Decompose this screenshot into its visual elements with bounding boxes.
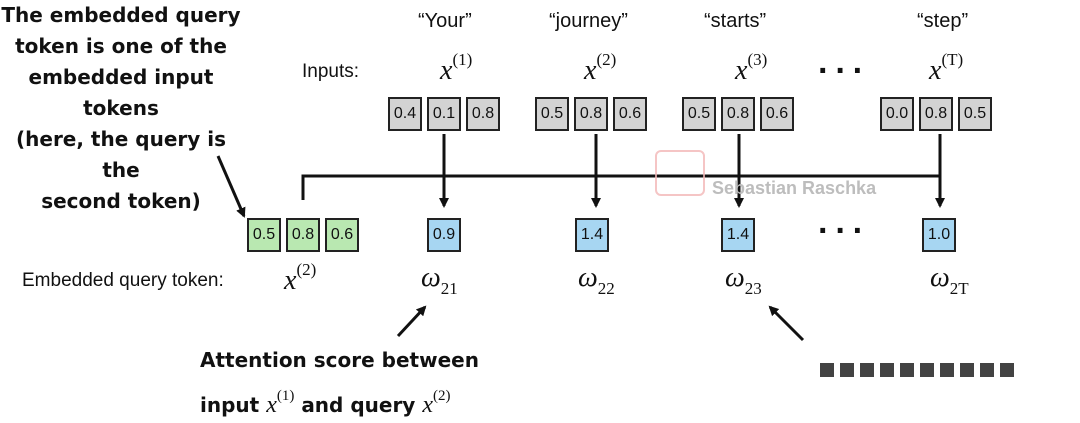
omega-2T: ω2T — [930, 262, 969, 298]
arrow-callout-score — [396, 305, 427, 338]
score-cell-23: 1.4 — [721, 218, 755, 252]
input-3-cell-1: 0.5 — [682, 97, 716, 131]
input-T-cell-3: 0.5 — [958, 97, 992, 131]
callout-line-4: (here, the query is the — [16, 127, 226, 182]
inputs-label: Inputs: — [302, 61, 360, 82]
ellipsis-scores: ··· — [818, 212, 870, 250]
ellipsis-inputs: ··· — [818, 52, 870, 90]
token-word-T: “step” — [917, 10, 969, 32]
token-word-2: “journey” — [549, 10, 628, 32]
input-symbol-3: x(3) — [735, 50, 768, 86]
callout-line-3: embedded input tokens — [28, 65, 214, 120]
watermark-logo — [655, 150, 705, 196]
input-3-cell-2: 0.8 — [721, 97, 755, 131]
faded-callout — [820, 345, 1080, 411]
input-1-cell-3: 0.8 — [466, 97, 500, 131]
omega-23: ω23 — [725, 262, 762, 298]
query-cell-1: 0.5 — [247, 218, 281, 252]
omega-22: ω22 — [578, 262, 615, 298]
query-bus-line — [301, 174, 940, 200]
query-cell-2: 0.8 — [286, 218, 320, 252]
watermark-text: Sebastian Raschka — [712, 178, 877, 198]
omega-21: ω21 — [421, 262, 458, 298]
score-cell-22: 1.4 — [575, 218, 609, 252]
callout-line-1: The embedded query — [1, 3, 241, 27]
embedded-query-label: Embedded query token: — [22, 270, 224, 291]
input-1-cell-1: 0.4 — [388, 97, 422, 131]
callout-query-explanation: The embedded query token is one of the e… — [0, 0, 242, 217]
token-word-3: “starts” — [704, 10, 767, 32]
input-2-cell-3: 0.6 — [613, 97, 647, 131]
input-symbol-2: x(2) — [584, 50, 617, 86]
query-symbol: x(2) — [284, 260, 317, 296]
input-3-cell-3: 0.6 — [760, 97, 794, 131]
input-2-cell-1: 0.5 — [535, 97, 569, 131]
input-symbol-T: x(T) — [929, 50, 964, 86]
arrow-callout-score23 — [768, 305, 805, 342]
input-symbol-1: x(1) — [440, 50, 473, 86]
callout-score-line-2: input x(1) and query x(2) — [200, 388, 451, 418]
connector-lines — [216, 134, 945, 342]
input-T-cell-1: 0.0 — [880, 97, 914, 131]
arrow-callout-query — [216, 155, 246, 218]
token-word-1: “Your” — [418, 10, 472, 32]
input-1-cell-2: 0.1 — [427, 97, 461, 131]
input-2-cell-2: 0.8 — [574, 97, 608, 131]
callout-score-line-1: Attention score between — [200, 348, 479, 372]
score-cell-21: 0.9 — [427, 218, 461, 252]
callout-line-5: second token) — [41, 189, 201, 213]
callout-line-2: token is one of the — [15, 34, 227, 58]
query-cell-3: 0.6 — [325, 218, 359, 252]
input-T-cell-2: 0.8 — [919, 97, 953, 131]
score-cell-2T: 1.0 — [922, 218, 956, 252]
